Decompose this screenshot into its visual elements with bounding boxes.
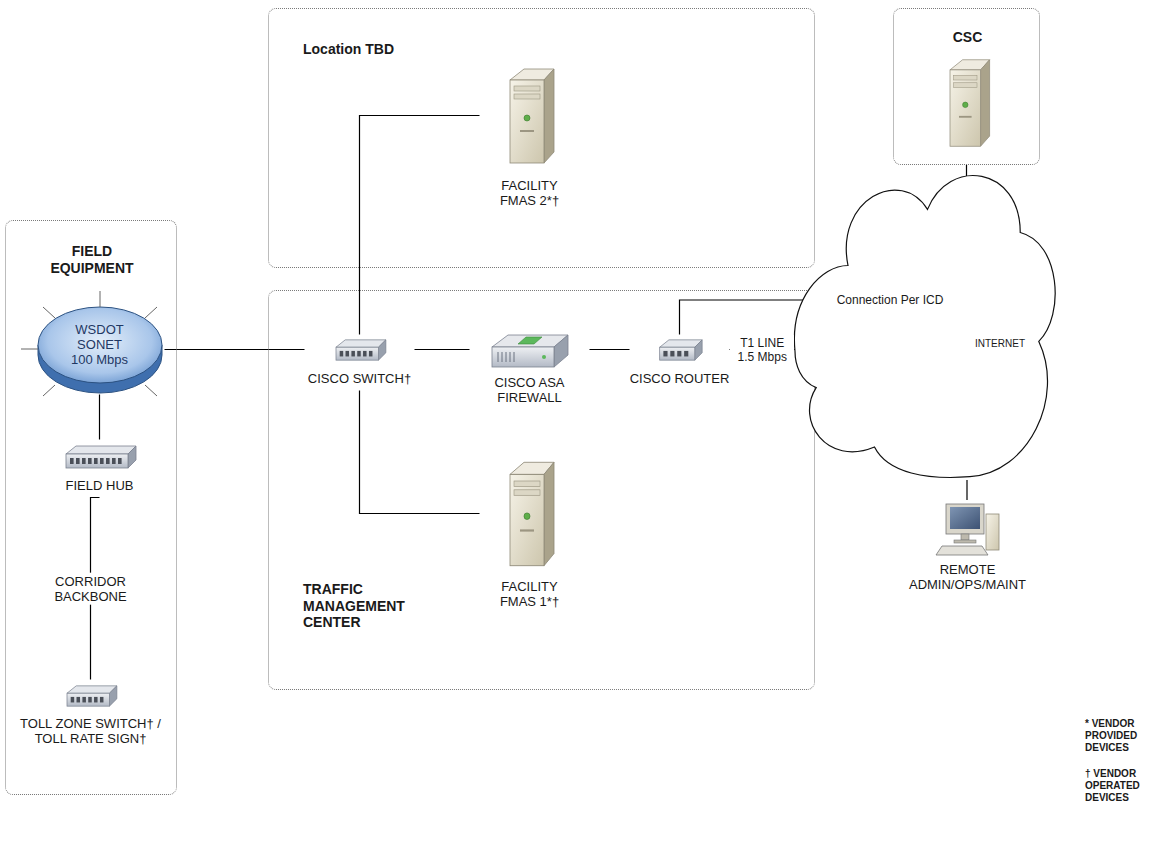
cisco-firewall: CISCO ASA FIREWALL (470, 325, 590, 410)
region-heading: Location TBD (303, 41, 394, 58)
fmas-server: FACILITY FMAS 2*† (480, 62, 580, 213)
fmas-server: FACILITY FMAS 1*† (480, 455, 580, 614)
field-hub: FIELD HUB (40, 440, 160, 498)
pc-icon (932, 502, 1002, 558)
server-icon (500, 459, 560, 569)
sw-icon (63, 684, 119, 708)
node-label: CISCO ROUTER (630, 371, 730, 386)
cloud-outline (795, 150, 1060, 480)
server-icon (941, 57, 995, 149)
cisco-router: CISCO ROUTER (630, 335, 730, 391)
remote-workstation: REMOTE ADMIN/OPS/MAINT (880, 500, 1055, 597)
sonet-ring: WSDOT SONET 100 Mbps (35, 305, 165, 395)
region-heading: FIELD EQUIPMENT (42, 243, 142, 276)
edge-label: Connection Per ICD (834, 292, 947, 308)
hub-icon (62, 444, 138, 470)
node-label: FIELD HUB (45, 478, 155, 493)
connector-line (360, 116, 480, 335)
region-heading: CSC (894, 29, 1041, 46)
fw-icon (488, 331, 572, 369)
edge-label: CORRIDOR BACKBONE (45, 572, 137, 605)
csc-region: CSC (893, 8, 1040, 165)
node-label: FACILITY FMAS 2*† (490, 178, 570, 209)
connector-line (165, 349, 305, 350)
edge-label: T1 LINE 1.5 Mbps (730, 334, 794, 364)
connector-line (360, 391, 480, 514)
node-label: FACILITY FMAS 1*† (490, 579, 570, 610)
server-icon (500, 66, 560, 166)
cisco-switch: CISCO SWITCH† (305, 335, 415, 391)
field-region: FIELD EQUIPMENT WSDOT SONET 100 MbpsFIELD… (5, 220, 177, 795)
region-heading: INTERNET (975, 338, 1025, 350)
node-label: CISCO SWITCH† (307, 371, 413, 386)
sw-icon (332, 338, 388, 362)
node-label: CISCO ASA FIREWALL (485, 375, 575, 406)
node-label: TOLL ZONE SWITCH† / TOLL RATE SIGN† (11, 716, 171, 747)
vendor-note: * VENDOR PROVIDED DEVICES (1085, 718, 1151, 754)
connector-line (415, 349, 470, 350)
node-label: REMOTE ADMIN/OPS/MAINT (898, 562, 1038, 593)
connector-line (590, 349, 630, 350)
toll-zone-switch: TOLL ZONE SWITCH† / TOLL RATE SIGN† (8, 680, 174, 751)
rt-icon (655, 338, 705, 362)
internet-cloud: INTERNET (795, 150, 1060, 480)
region-heading: TRAFFIC MANAGEMENT CENTER (303, 581, 413, 631)
connector-line (966, 480, 967, 500)
vendor-note: † VENDOR OPERATED DEVICES (1085, 768, 1151, 804)
location-region: Location TBD FACILITY FMAS 2*† (268, 8, 815, 268)
node-label: WSDOT SONET 100 Mbps (68, 322, 132, 368)
connector-line (99, 395, 100, 440)
